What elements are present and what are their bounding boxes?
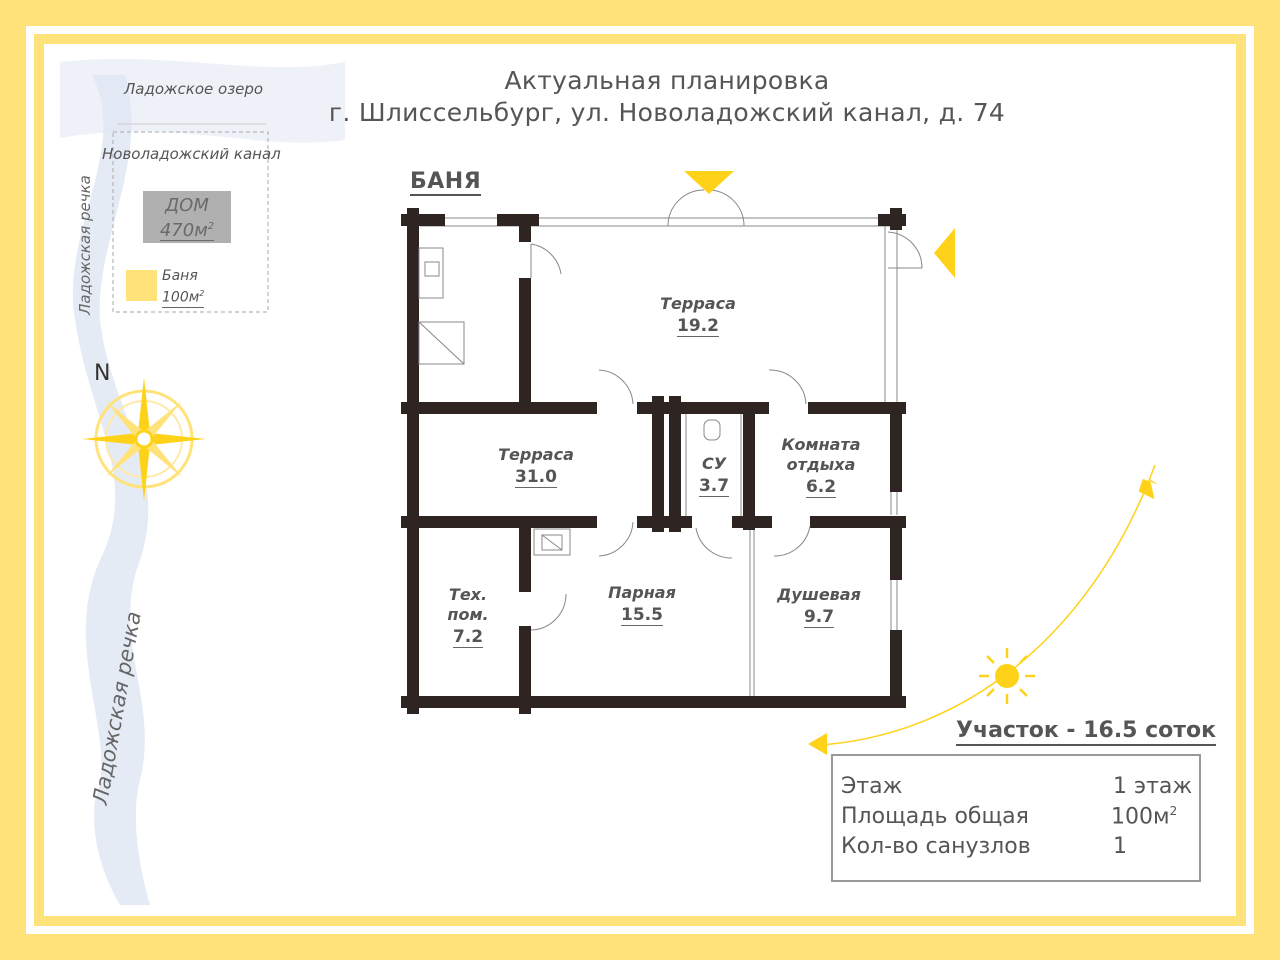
plot-title: Участок - 16.5 соток [956,717,1217,746]
banya-legend-label: Баня [162,268,198,284]
house-label: ДОМ [165,195,209,216]
room-name: Душевая [777,585,861,604]
house-marker: ДОМ 470м2 [143,191,231,243]
banya-swatch [126,270,157,301]
page-canvas [44,44,1236,916]
room-name-line1: Комната [781,435,861,454]
banya-legend-area: 100м [162,289,200,306]
info-table: Этаж 1 этаж Площадь общая 100м2 Кол-во с… [831,754,1201,882]
room-name: Парная [608,583,676,602]
room-area: 15.5 [621,605,663,626]
room-name-line1: Тех. [448,585,488,604]
room-terrace-1: Терраса 19.2 [648,294,748,337]
info-value-area-sup: 2 [1169,804,1178,818]
house-area-sup: 2 [207,221,215,232]
room-area: 7.2 [452,627,484,648]
info-label-bathrooms: Кол-во санузлов [841,834,1031,859]
room-area: 3.7 [698,476,730,497]
banya-legend: Баня 100м2 [162,268,205,308]
room-steam: Парная 15.5 [592,583,692,626]
room-terrace-2: Терраса 31.0 [486,445,586,488]
house-area: 470м [159,220,208,241]
room-area: 6.2 [805,477,837,498]
page-title: Актуальная планировка [504,66,830,95]
room-name-line2: пом. [447,605,489,624]
page-address: г. Шлиссельбург, ул. Новоладожский канал… [328,98,1006,127]
room-area: 19.2 [677,316,719,337]
room-name: Терраса [660,294,736,313]
room-name: Терраса [498,445,574,464]
north-label: N [94,361,111,386]
room-lounge: Комната отдыха 6.2 [770,435,872,498]
section-title: БАНЯ [410,169,482,196]
room-shower: Душевая 9.7 [764,585,874,628]
room-bathroom: СУ 3.7 [684,454,744,497]
banya-legend-area-sup: 2 [199,289,205,298]
room-name: СУ [701,454,727,473]
room-tech: Тех. пом. 7.2 [428,585,508,648]
info-label-area: Площадь общая [841,804,1029,829]
canal-label: Новоладожский канал [102,145,281,163]
lake-label: Ладожское озеро [124,80,264,98]
info-label-floor: Этаж [841,774,903,799]
room-name-line2: отдыха [786,455,856,474]
info-value-bathrooms: 1 [1113,834,1127,859]
info-value-floor: 1 этаж [1113,774,1193,799]
room-area: 9.7 [803,607,835,628]
info-value-area: 100м [1111,804,1170,830]
room-area: 31.0 [515,467,557,488]
